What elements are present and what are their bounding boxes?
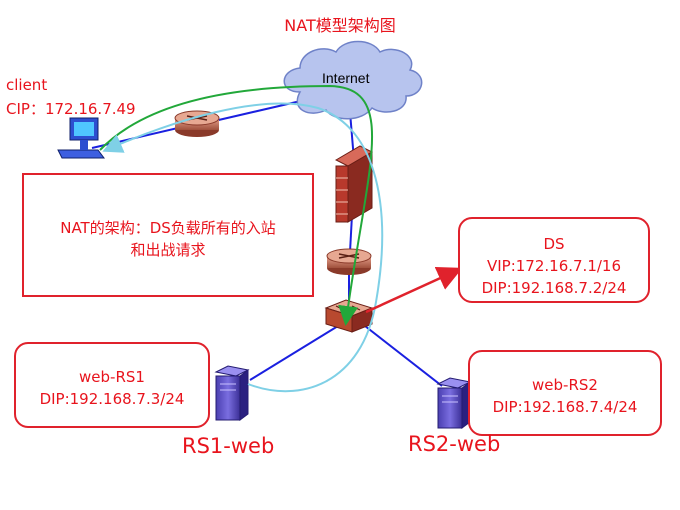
rs1-server-label: RS1-web	[182, 434, 275, 458]
inbound-flow-arrow	[99, 84, 374, 326]
ds-pointer-arrow	[365, 266, 463, 314]
diagram-title: NAT模型架构图	[284, 16, 396, 35]
router-icon	[174, 110, 220, 137]
server-icon	[436, 377, 472, 429]
client-name: client	[6, 76, 48, 94]
ds-name: DS	[543, 235, 565, 253]
outbound-flow-arrow	[102, 102, 384, 393]
nat-note-box: NAT的架构：DS负载所有的入站 和出战请求	[22, 173, 314, 297]
rs2-name: web-RS2	[532, 376, 598, 394]
ds-vip: VIP:172.16.7.1/16	[486, 257, 622, 275]
rs1-name: web-RS1	[79, 368, 145, 386]
link-firewall-router	[349, 214, 353, 253]
rs2-server-label: RS2-web	[408, 432, 501, 456]
computer-icon	[57, 117, 105, 159]
internet-label: Internet	[322, 70, 370, 86]
rs1-box: web-RS1 DIP:192.168.7.3/24	[14, 342, 210, 428]
firewall-icon	[334, 145, 374, 223]
link-switch-rs2	[364, 325, 443, 387]
rs1-dip: DIP:192.168.7.3/24	[39, 390, 185, 408]
ds-dip: DIP:192.168.7.2/24	[481, 279, 627, 297]
rs2-dip: DIP:192.168.7.4/24	[492, 398, 638, 416]
ds-box: DS VIP:172.16.7.1/16 DIP:192.168.7.2/24	[458, 217, 650, 303]
router-icon	[326, 248, 372, 275]
server-icon	[214, 365, 250, 421]
client-ip: CIP：172.16.7.49	[6, 100, 136, 118]
nat-note-line-2: 和出战请求	[130, 241, 206, 259]
link-switch-rs1	[249, 325, 339, 381]
nat-note-line-1: NAT的架构：DS负载所有的入站	[60, 219, 276, 237]
rs2-box: web-RS2 DIP:192.168.7.4/24	[468, 350, 662, 436]
